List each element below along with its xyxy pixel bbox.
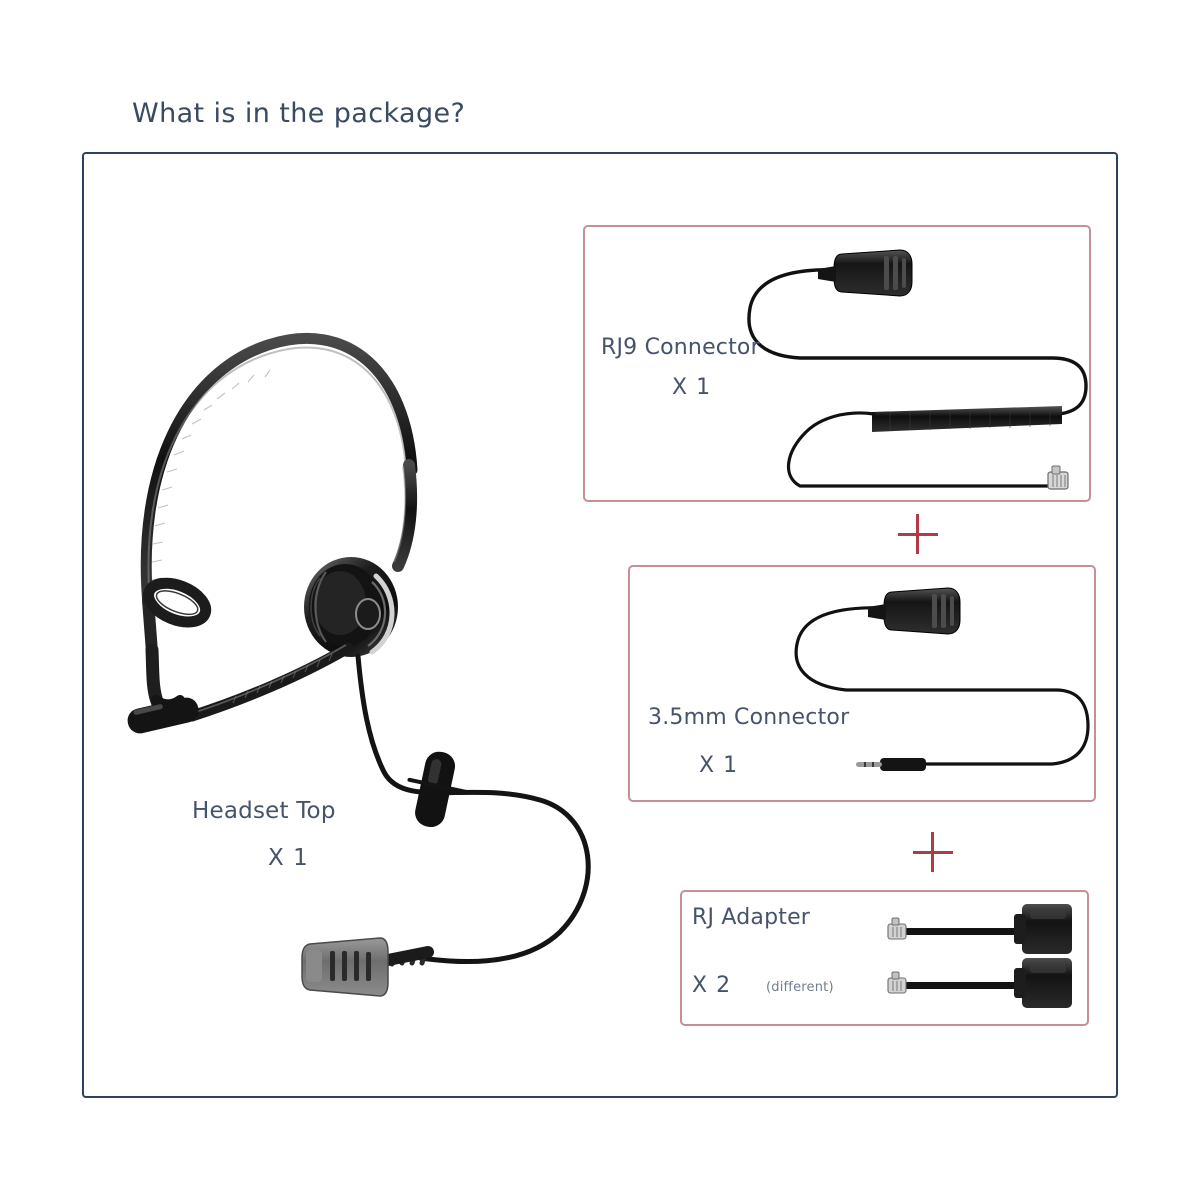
label-rj9-connector-name: RJ9 Connector bbox=[601, 335, 760, 360]
plus-separator-1 bbox=[898, 514, 938, 554]
label-headset-top-name: Headset Top bbox=[192, 798, 336, 824]
label-headset-top-quantity: X 1 bbox=[268, 845, 309, 871]
plus-separator-2 bbox=[913, 832, 953, 872]
label-3-5mm-connector-name: 3.5mm Connector bbox=[648, 705, 850, 730]
label-3-5mm-connector-quantity: X 1 bbox=[699, 753, 739, 778]
label-rj-adapter-quantity: X 2 bbox=[692, 973, 732, 998]
item-box-rj-adapter bbox=[680, 890, 1089, 1026]
page-title: What is in the package? bbox=[132, 98, 466, 129]
label-rj-adapter-name: RJ Adapter bbox=[692, 905, 811, 930]
label-rj-adapter-note: (different) bbox=[766, 980, 834, 995]
item-box-rj9-connector bbox=[583, 225, 1091, 502]
label-rj9-connector-quantity: X 1 bbox=[672, 375, 712, 400]
